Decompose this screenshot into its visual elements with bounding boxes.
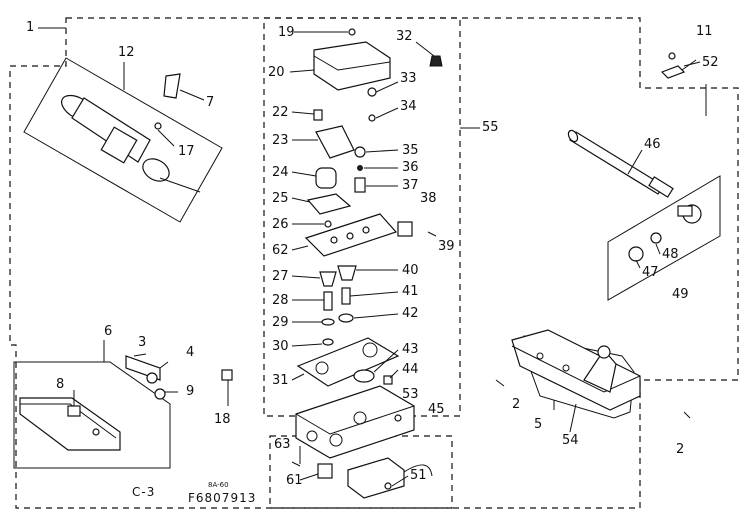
callout-6: 6 <box>104 324 113 339</box>
thermostat-frame <box>607 175 721 301</box>
drawing-code: 8A-60 <box>208 481 229 489</box>
burner-part <box>61 94 201 193</box>
callout-31: 31 <box>272 373 289 388</box>
callout-35: 35 <box>402 143 419 158</box>
callout-49: 49 <box>672 287 689 302</box>
drawing-number: F6807913 <box>188 491 257 505</box>
leader-lines <box>73 31 707 487</box>
callout-52: 52 <box>702 55 719 70</box>
callout-54: 54 <box>562 433 579 448</box>
callout-12: 12 <box>118 45 135 60</box>
callout-29: 29 <box>272 315 289 330</box>
callout-48: 48 <box>662 247 679 262</box>
callout-40: 40 <box>402 263 419 278</box>
callout-11: 11 <box>696 24 713 39</box>
callout-9: 9 <box>186 384 195 399</box>
callout-36: 36 <box>402 160 419 175</box>
callout-24: 24 <box>272 165 289 180</box>
callout-19: 19 <box>278 25 295 40</box>
callout-17: 17 <box>178 144 195 159</box>
callout-2: 2 <box>512 397 521 412</box>
callout-62: 62 <box>272 243 289 258</box>
callout-37: 37 <box>402 178 419 193</box>
callout-38: 38 <box>420 191 437 206</box>
callout-22: 22 <box>272 105 289 120</box>
callout-30: 30 <box>272 339 289 354</box>
outer-boundary <box>9 17 739 509</box>
callout-39: 39 <box>438 239 455 254</box>
callout-28: 28 <box>272 293 289 308</box>
callout-26: 26 <box>272 217 289 232</box>
callout-33: 33 <box>400 71 417 86</box>
callout-43: 43 <box>402 342 419 357</box>
thermostat-parts <box>567 129 702 262</box>
sensor-frame <box>13 361 171 469</box>
callout-47: 47 <box>642 265 659 280</box>
callout-27: 27 <box>272 269 289 284</box>
callout-53: 53 <box>402 387 419 402</box>
callout-34: 34 <box>400 99 417 114</box>
callout-1: 1 <box>26 20 35 35</box>
callout-3: 3 <box>138 335 147 350</box>
callout-61: 61 <box>286 473 303 488</box>
callout-63: 63 <box>274 437 291 452</box>
burner-frame <box>23 57 223 223</box>
clip-part <box>163 73 181 99</box>
callout-8: 8 <box>56 377 65 392</box>
callout-42: 42 <box>402 306 419 321</box>
callout-25: 25 <box>272 191 289 206</box>
fitting-part <box>221 369 233 381</box>
callout-2: 2 <box>676 442 685 457</box>
callout-41: 41 <box>402 284 419 299</box>
callout-32: 32 <box>396 29 413 44</box>
pilot-bracket-part <box>511 329 641 411</box>
callout-45: 45 <box>428 402 445 417</box>
sensor-bracket-part <box>19 355 166 451</box>
callout-7: 7 <box>206 95 215 110</box>
callout-44: 44 <box>402 362 419 377</box>
callout-23: 23 <box>272 133 289 148</box>
callout-51: 51 <box>410 468 427 483</box>
callout-46: 46 <box>644 137 661 152</box>
callout-18: 18 <box>214 412 231 427</box>
callout-20: 20 <box>268 65 285 80</box>
valve-stack-parts <box>291 28 443 499</box>
callout-55: 55 <box>482 120 499 135</box>
section-label: C-3 <box>132 485 156 499</box>
callout-5: 5 <box>534 417 543 432</box>
callout-4: 4 <box>186 345 195 360</box>
